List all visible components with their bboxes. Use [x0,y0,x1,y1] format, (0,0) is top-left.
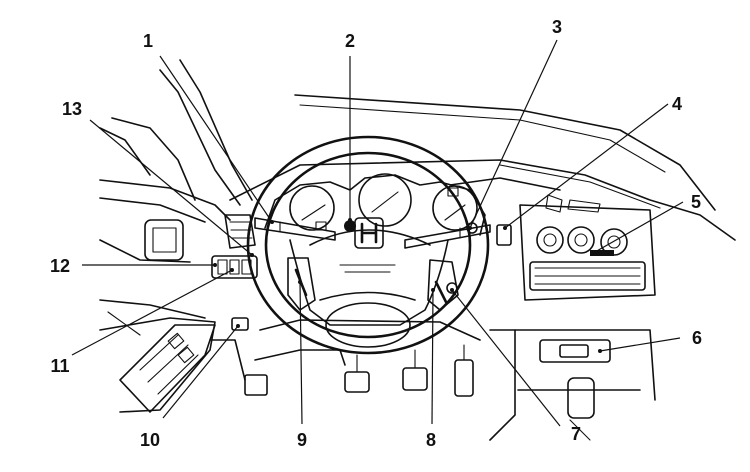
callout-4: 4 [672,94,682,114]
callout-1: 1 [143,31,153,51]
left-spoke-switch [287,257,316,311]
leader-8 [431,289,434,425]
leader-13 [89,119,253,256]
leader-1 [159,55,273,223]
lower-dash [209,319,481,396]
callout-10: 10 [140,430,160,450]
callout-6: 6 [692,328,702,348]
center-console [519,194,656,301]
callout-13: 13 [62,99,82,119]
left-stalk [254,217,356,241]
horn-emblem [354,217,384,249]
callout-12: 12 [50,256,70,276]
right-spoke-switch [427,259,459,311]
right-stalk [404,222,512,249]
callout-2: 2 [345,31,355,51]
left-vent-and-switches [211,214,258,331]
left-door-panel [99,179,231,413]
windshield-frame [99,59,716,211]
callout-11: 11 [50,356,69,376]
leader-10 [162,325,239,419]
callout-3: 3 [552,17,562,37]
leader-5 [594,201,684,253]
pedals [344,344,474,397]
leader-4 [504,103,669,229]
callout-9: 9 [297,430,307,450]
leader-7 [451,289,561,427]
callout-8: 8 [426,430,436,450]
steering-wheel [246,135,490,355]
callout-7: 7 [571,424,581,444]
leader-11 [71,269,233,356]
power-window-switch-panel [119,324,216,413]
callout-5: 5 [691,192,701,212]
leader-3 [469,39,558,229]
callout-labels: 1 2 3 4 5 6 7 8 9 10 11 12 13 [50,17,702,450]
lower-console [489,329,656,441]
leader-6 [599,337,681,352]
leader-lines [71,39,684,427]
leader-9 [299,281,303,425]
